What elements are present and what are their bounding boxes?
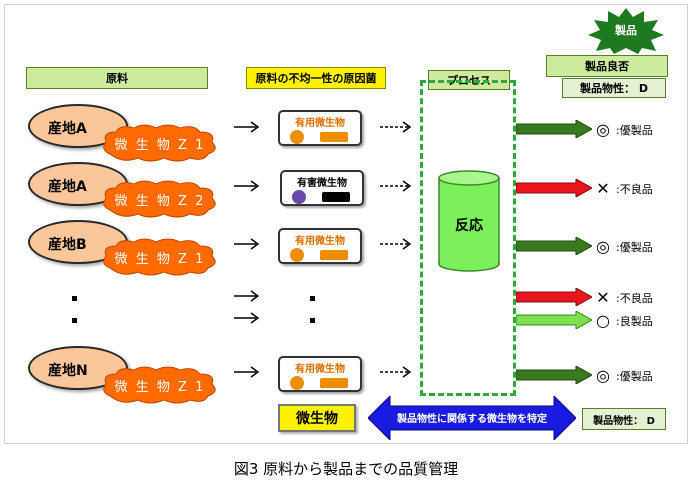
- output-arrow-green: [516, 120, 592, 138]
- double-circle-icon: ◎: [596, 366, 610, 385]
- orange-bar: [320, 250, 348, 260]
- orange-dot: [290, 130, 304, 144]
- result-label: :優製品: [616, 123, 653, 137]
- origin-label: 産地A: [48, 179, 87, 195]
- harmful-microbe-box: 有害微生物: [280, 170, 364, 206]
- output-arrow-green: [516, 366, 592, 384]
- result-item: ✕ :不良品: [594, 179, 653, 198]
- output-arrow-red: [516, 288, 592, 306]
- header-cause: 原料の不均一性の原因菌: [246, 67, 386, 89]
- dashed-arrow: [380, 238, 412, 250]
- arrow-raw-to-cause: [234, 121, 260, 133]
- cross-icon: ✕: [596, 179, 610, 198]
- arrow-raw-to-cause: [234, 238, 260, 250]
- header-judge: 製品良否: [546, 55, 668, 77]
- double-arrow: [368, 396, 576, 440]
- ellipsis-dot: [72, 296, 77, 301]
- double-circle-icon: ◎: [596, 120, 610, 139]
- microbe-label: 微 生 物 Z 1: [114, 379, 206, 395]
- product-badge-label: 製品: [615, 24, 637, 37]
- useful-microbe-box: 有用微生物: [278, 356, 362, 392]
- microbe-label: 微 生 物 Z 1: [114, 137, 206, 153]
- microbe-box-label: 有用微生物: [295, 364, 345, 375]
- product-badge: [588, 8, 664, 54]
- purple-dot: [292, 190, 306, 204]
- double-circle-icon: ◎: [596, 237, 610, 256]
- dashed-arrow: [380, 366, 412, 378]
- microbe-box-label: 有用微生物: [295, 118, 345, 129]
- ellipsis-dot: [310, 296, 315, 301]
- property-box-bottom: 製品物性： D: [582, 408, 666, 430]
- microbe-cloud: 微 生 物 Z 1: [100, 238, 220, 276]
- dashed-arrow: [380, 180, 412, 192]
- result-item: ◎ :優製品: [594, 366, 653, 385]
- arrow-raw-to-cause: [234, 366, 260, 378]
- result-label: :良製品: [616, 314, 653, 328]
- arrow-raw-to-cause: [234, 312, 260, 324]
- result-item: ✕ :不良品: [594, 288, 653, 307]
- output-arrow-lightgreen: [516, 311, 592, 329]
- result-label: :不良品: [616, 182, 653, 196]
- header-judge-sub: 製品物性： D: [562, 78, 666, 98]
- origin-label: 産地N: [48, 363, 88, 379]
- dashed-arrow: [380, 121, 412, 133]
- result-item: ○ :良製品: [594, 311, 653, 330]
- figure-caption: 図3 原料から製品までの品質管理: [233, 460, 459, 478]
- useful-microbe-box: 有用微生物: [278, 228, 362, 264]
- microbe-label: 微 生 物 Z 2: [114, 193, 206, 209]
- double-arrow-label: 製品物性に関係する微生物を特定: [397, 414, 547, 425]
- arrow-raw-to-cause: [234, 290, 260, 302]
- orange-dot: [290, 376, 304, 390]
- cross-icon: ✕: [596, 288, 610, 307]
- ellipsis-dot: [310, 318, 315, 323]
- output-arrow-green: [516, 237, 592, 255]
- microbe-cloud: 微 生 物 Z 1: [100, 124, 220, 162]
- result-label: :優製品: [616, 240, 653, 254]
- microbe-cloud: 微 生 物 Z 1: [100, 366, 220, 404]
- origin-bubble: 産地B: [28, 220, 128, 264]
- orange-bar: [320, 132, 348, 142]
- reactor-cylinder: [438, 170, 500, 272]
- microbe-label: 微 生 物 Z 1: [114, 251, 206, 267]
- output-arrow-red: [516, 179, 592, 197]
- orange-dot: [290, 248, 304, 262]
- ellipsis-dot: [72, 318, 77, 323]
- microbe-box-label: 有害微生物: [297, 178, 347, 189]
- circle-icon: ○: [596, 311, 610, 330]
- microbe-cloud: 微 生 物 Z 2: [100, 180, 220, 218]
- orange-bar: [320, 378, 348, 388]
- result-label: :優製品: [616, 369, 653, 383]
- result-label: :不良品: [616, 291, 653, 305]
- useful-microbe-box: 有用微生物: [278, 110, 362, 146]
- process-area: [420, 80, 516, 396]
- origin-label: 産地B: [48, 237, 87, 253]
- result-item: ◎ :優製品: [594, 120, 653, 139]
- header-raw: 原料: [26, 67, 208, 89]
- arrow-raw-to-cause: [234, 180, 260, 192]
- black-bar: [322, 192, 350, 202]
- reactor-label: 反応: [455, 218, 483, 234]
- microbe-box-bottom: 微生物: [278, 404, 356, 432]
- microbe-box-label: 有用微生物: [295, 236, 345, 247]
- result-item: ◎ :優製品: [594, 237, 653, 256]
- origin-label: 産地A: [48, 121, 87, 137]
